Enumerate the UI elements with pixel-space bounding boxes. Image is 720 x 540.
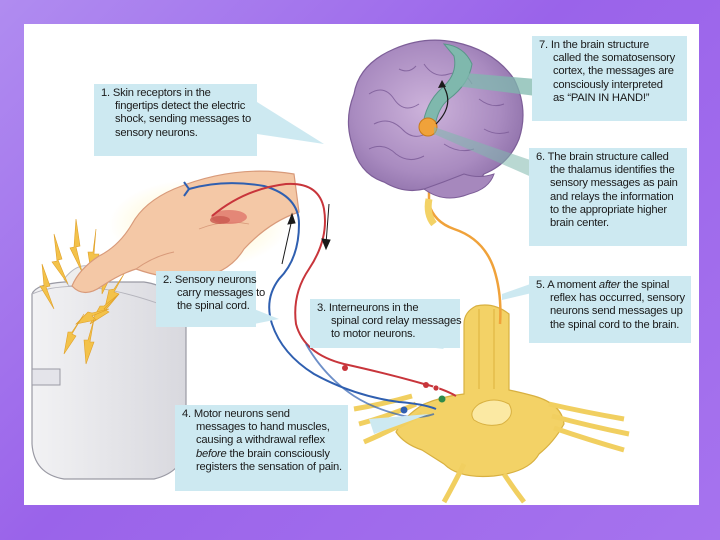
motor-neuron-path — [211, 182, 457, 397]
direction-arrows — [281, 203, 331, 265]
caption-motor-neurons: 4. Motor neurons send messages to hand m… — [175, 405, 348, 491]
hand — [71, 170, 300, 294]
caption-6-line-4: and relays the information — [550, 190, 674, 203]
caption-7-line-5: as “PAIN IN HAND!” — [553, 91, 650, 104]
caption-6-line-6: brain center. — [550, 217, 609, 230]
caption-6-line-1: The brain structure called — [547, 151, 669, 163]
caption-interneurons: 3. Interneurons in the spinal cord relay… — [310, 299, 462, 348]
caption-7-line-2: called the somatosensory — [553, 52, 676, 65]
caption-4-line-5: registers the sensation of pain. — [196, 460, 342, 473]
reflex-illustration — [31, 39, 630, 504]
caption-2-line-1: Sensory neurons — [174, 274, 257, 286]
caption-sensory-neurons: 2. Sensory neurons carry messages to the… — [156, 271, 265, 327]
caption-5-line-3: neurons send messages up — [550, 305, 683, 318]
brain — [347, 39, 524, 199]
caption-3-line-2: spinal cord relay messages — [331, 315, 462, 328]
caption-3-line-3: to motor neurons. — [331, 328, 416, 341]
caption-somatosensory-cortex: 7. In the brain structure called the som… — [532, 36, 687, 121]
thalamus-pointer — [434, 127, 536, 179]
diagram-frame: 1. Skin receptors in the fingertips dete… — [24, 24, 699, 505]
caption-2-line-2: carry messages to — [177, 287, 265, 300]
spinal-cord — [353, 304, 630, 504]
caption-1-line-3: shock, sending messages to — [115, 113, 251, 126]
caption-1-line-4: sensory neurons. — [115, 126, 198, 139]
caption-5-line-4: the spinal cord to the brain. — [550, 318, 680, 331]
tract-pointer — [502, 282, 536, 300]
caption-1-line-1: Skin receptors in the — [112, 87, 211, 99]
caption-4-line-4: before the brain consciously — [196, 447, 330, 460]
caption-1-line-2: fingertips detect the electric — [115, 100, 246, 113]
caption-2-line-3: the spinal cord. — [177, 300, 250, 313]
ascending-tract — [427, 164, 502, 325]
thalamus-marker — [418, 117, 438, 137]
caption-7-line-1: In the brain structure — [550, 39, 650, 51]
caption-3-line-1: Interneurons in the — [328, 302, 419, 314]
caption-4-line-2: messages to hand muscles, — [196, 421, 330, 434]
caption-4-line-3: causing a withdrawal reflex — [196, 434, 325, 447]
caption-6-line-5: to the appropriate higher — [550, 203, 667, 216]
caption-skin-receptors: 1. Skin receptors in the fingertips dete… — [94, 84, 257, 156]
caption-6-line-2: the thalamus identifies the — [550, 164, 675, 177]
caption-7-line-3: cortex, the messages are — [553, 65, 674, 78]
cortex-pointer — [454, 72, 536, 96]
caption-thalamus: 6. The brain structure called the thalam… — [529, 148, 687, 246]
caption-4-line-1: Motor neurons send — [193, 408, 290, 420]
caption-spinal-reflex: 5. A moment after the spinal reflex has … — [529, 276, 691, 343]
caption-5-line-2: reflex has occurred, sensory — [550, 292, 685, 305]
caption-7-line-4: consciously interpreted — [553, 78, 663, 91]
caption-6-line-3: sensory messages as pain — [550, 177, 678, 190]
